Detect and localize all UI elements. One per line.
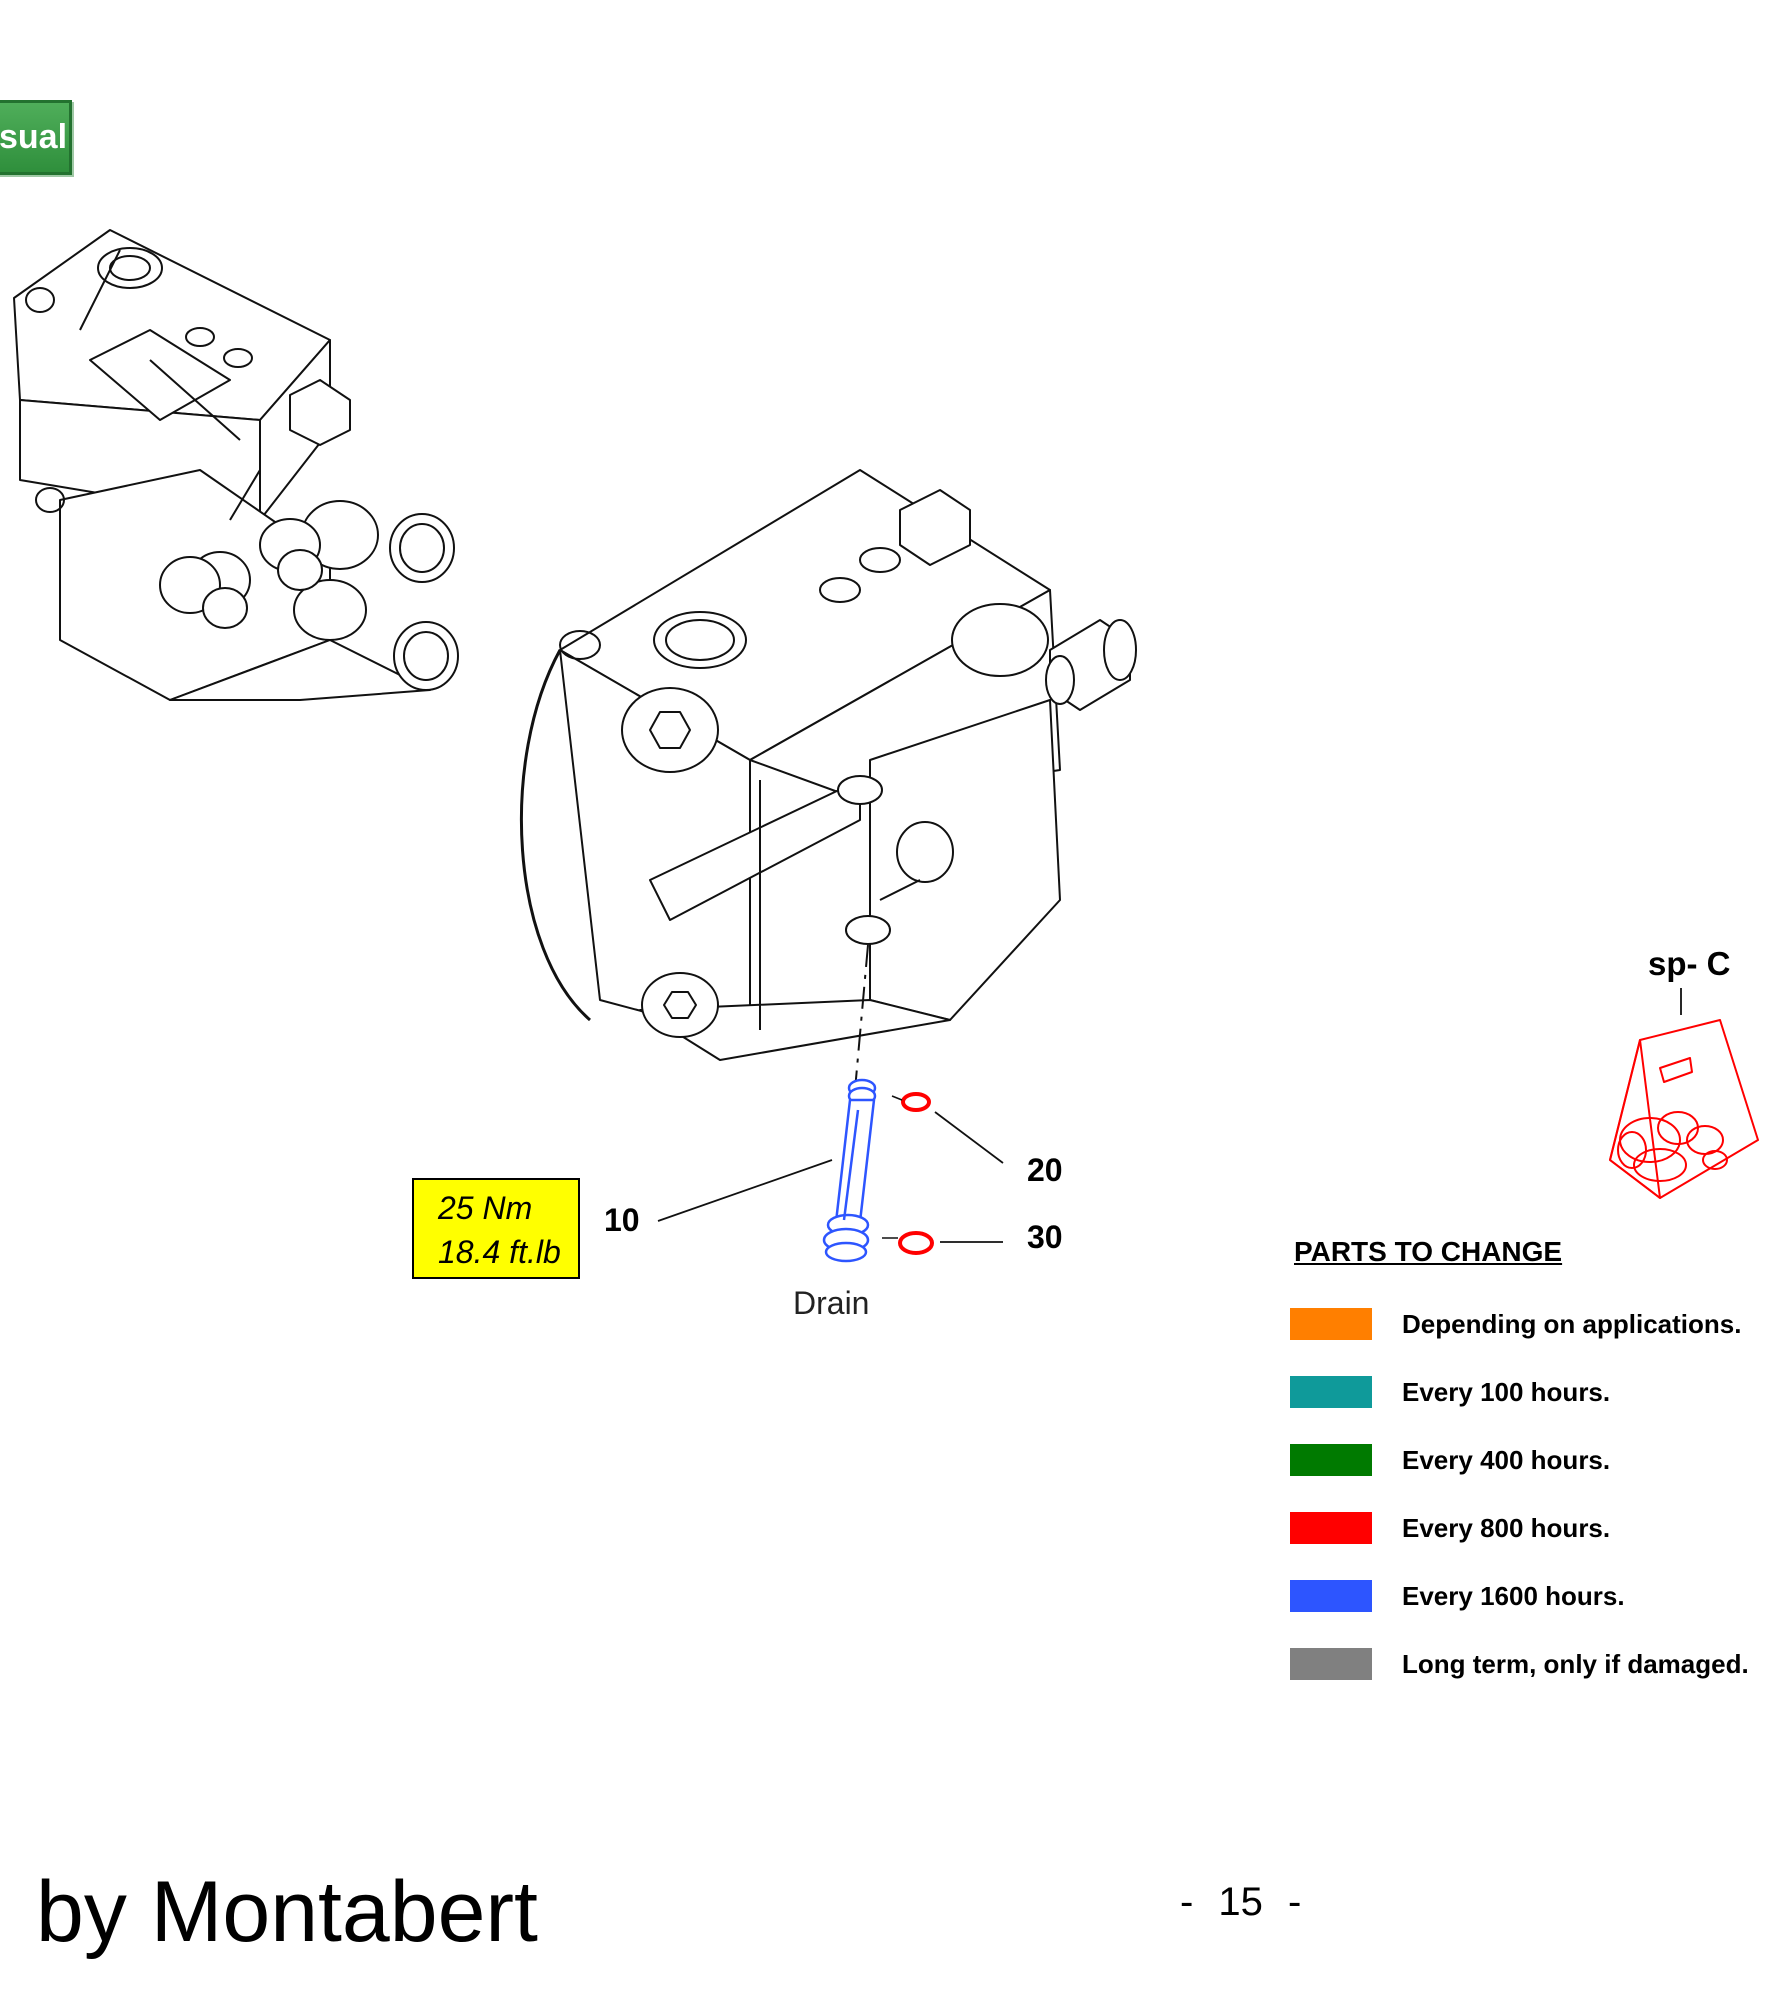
legend-item: Every 400 hours. — [1290, 1426, 1760, 1494]
callout-10: 10 — [604, 1202, 640, 1238]
spare-kit-label: sp- C — [1648, 945, 1731, 982]
legend-swatch — [1290, 1580, 1372, 1612]
legend-item: Depending on applications. — [1290, 1290, 1760, 1358]
legend-swatch — [1290, 1512, 1372, 1544]
legend-item: Long term, only if damaged. — [1290, 1630, 1760, 1698]
legend-swatch — [1290, 1444, 1372, 1476]
torque-imperial: 18.4 ft.lb — [438, 1234, 561, 1270]
legend-label: Every 400 hours. — [1402, 1444, 1611, 1475]
torque-metric: 25 Nm — [438, 1190, 533, 1226]
torque-spec-box: 25 Nm 18.4 ft.lb — [412, 1178, 580, 1279]
o-ring-20 — [901, 1092, 931, 1112]
drain-plug-part — [822, 1078, 877, 1263]
legend-item: Every 800 hours. — [1290, 1494, 1760, 1562]
legend-title: PARTS TO CHANGE — [1294, 1236, 1563, 1267]
callout-30: 30 — [1027, 1219, 1063, 1255]
callout-leader-lines — [657, 988, 1682, 1243]
o-ring-30 — [898, 1231, 934, 1255]
drain-label: Drain — [793, 1285, 870, 1321]
parts-change-legend: Depending on applications. Every 100 hou… — [1290, 1290, 1760, 1698]
legend-label: Every 800 hours. — [1402, 1512, 1611, 1543]
legend-swatch — [1290, 1376, 1372, 1408]
legend-item: Every 1600 hours. — [1290, 1562, 1760, 1630]
legend-label: Every 100 hours. — [1402, 1376, 1611, 1407]
legend-swatch — [1290, 1308, 1372, 1340]
valve-block-assembly-left — [13, 229, 459, 701]
legend-label: Every 1600 hours. — [1402, 1580, 1625, 1611]
legend-item: Every 100 hours. — [1290, 1358, 1760, 1426]
callout-20: 20 — [1027, 1152, 1063, 1188]
valve-block-main — [519, 469, 1137, 1061]
manual-nav-button[interactable]: sual — [0, 100, 72, 175]
page-number: - 15 - — [1180, 1880, 1302, 1924]
legend-swatch — [1290, 1648, 1372, 1680]
legend-label: Depending on applications. — [1402, 1308, 1742, 1339]
brand-footer: by Montabert — [36, 1864, 538, 1960]
exploded-axis-line — [854, 944, 869, 1091]
exploded-parts-drawing — [13, 229, 1759, 1263]
legend-label: Long term, only if damaged. — [1402, 1648, 1749, 1679]
spare-kit-bag-icon — [1609, 1019, 1759, 1199]
